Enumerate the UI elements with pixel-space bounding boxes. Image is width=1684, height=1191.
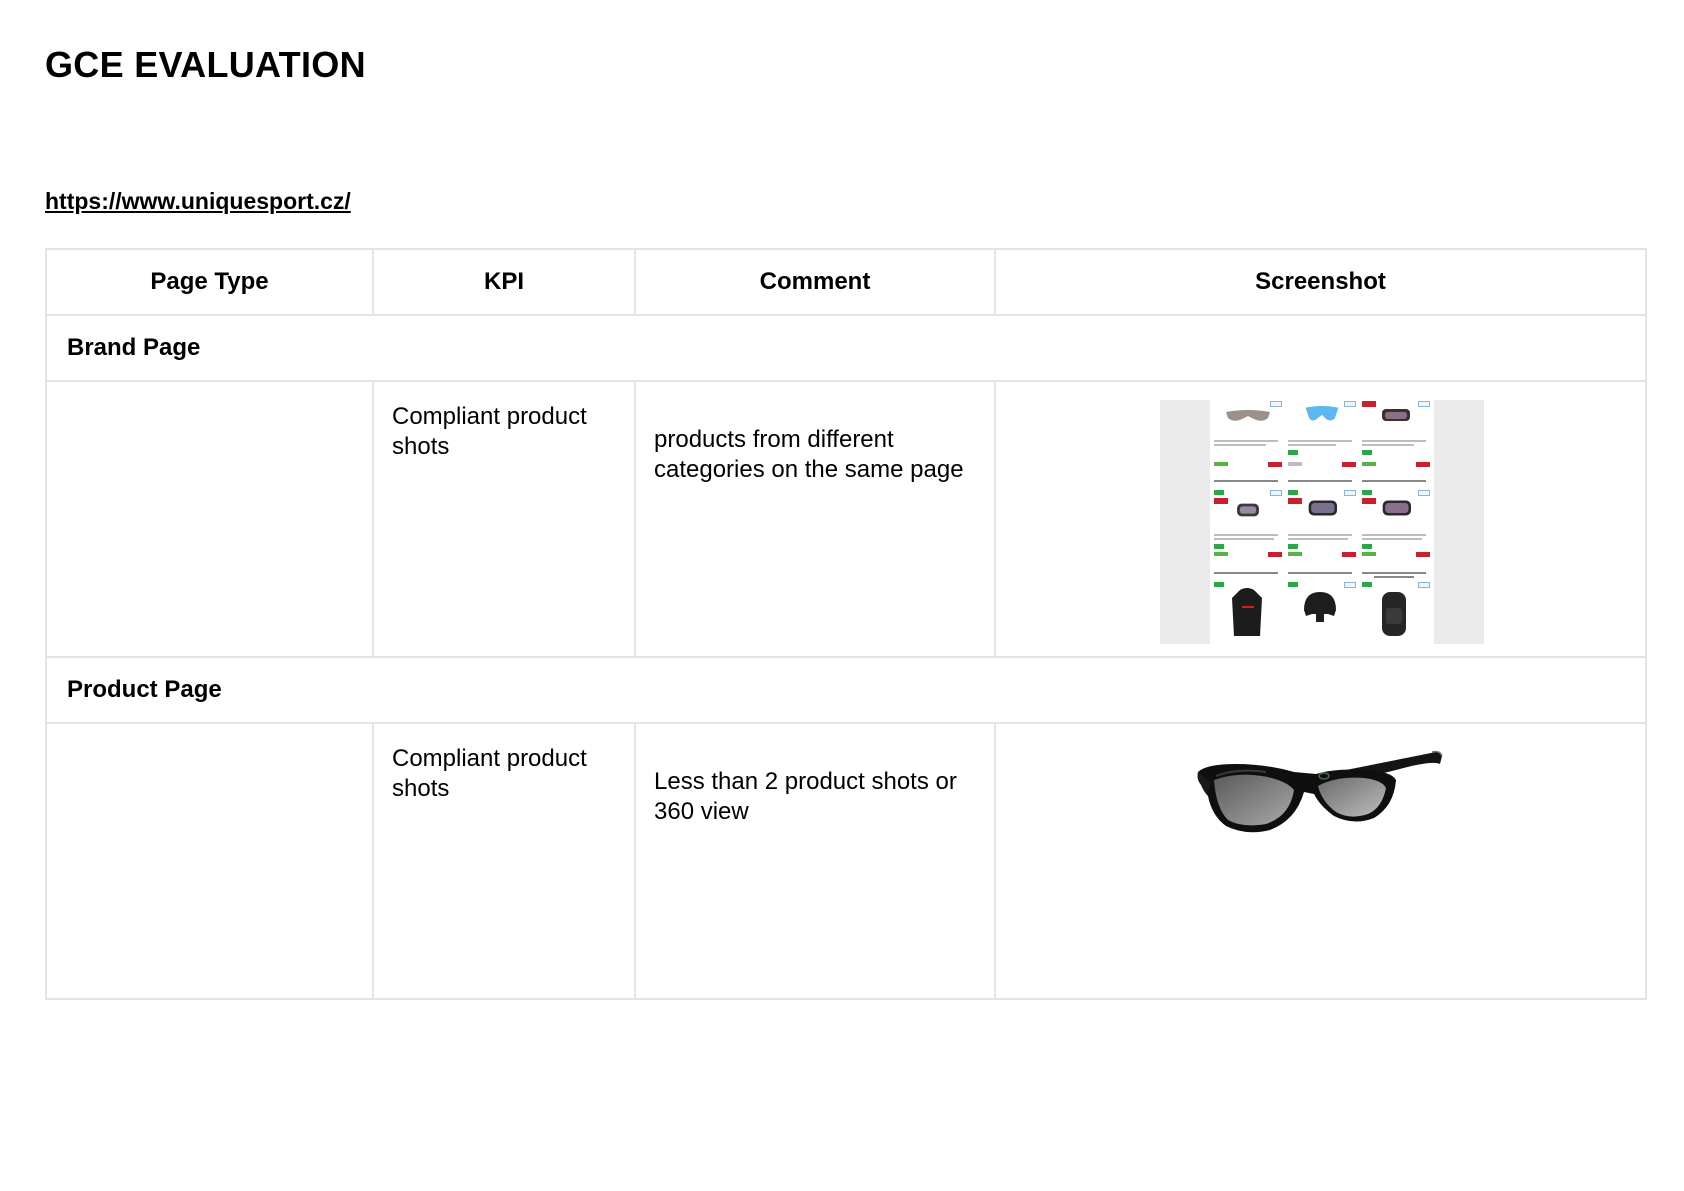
section-row-product: Product Page [45,656,1647,724]
page-type-cell [45,722,374,1000]
section-row-brand: Brand Page [45,314,1647,382]
document-title: GCE EVALUATION [45,44,366,85]
comment-text: Less than 2 product shots or 360 view [654,768,957,825]
kpi-text: Compliant product shots [392,745,587,802]
header-comment: Comment [634,248,996,316]
section-label-product-page: Product Page [45,656,1647,724]
table-row: Compliant product shots Less than 2 prod… [45,722,1647,1000]
header-screenshot: Screenshot [994,248,1647,316]
kpi-cell: Compliant product shots [372,380,636,658]
sunglasses-product-image [1197,750,1443,833]
comment-cell: Less than 2 product shots or 360 view [634,722,996,1000]
comment-text: products from different categories on th… [654,426,964,483]
header-kpi: KPI [372,248,636,316]
section-label-brand-page: Brand Page [45,314,1647,382]
comment-cell: products from different categories on th… [634,380,996,658]
site-url-link[interactable]: https://www.uniquesport.cz/ [45,188,351,214]
kpi-cell: Compliant product shots [372,722,636,1000]
table-row: Compliant product shots products from di… [45,380,1647,658]
evaluation-table: Page Type KPI Comment Screenshot Brand P… [45,248,1647,1000]
screenshot-cell [994,380,1647,658]
kpi-text: Compliant product shots [392,403,587,460]
brand-page-screenshot-image [1160,400,1484,644]
screenshot-cell [994,722,1647,1000]
page-type-cell [45,380,374,658]
header-row: Page Type KPI Comment Screenshot [45,248,1647,316]
header-page-type: Page Type [45,248,374,316]
